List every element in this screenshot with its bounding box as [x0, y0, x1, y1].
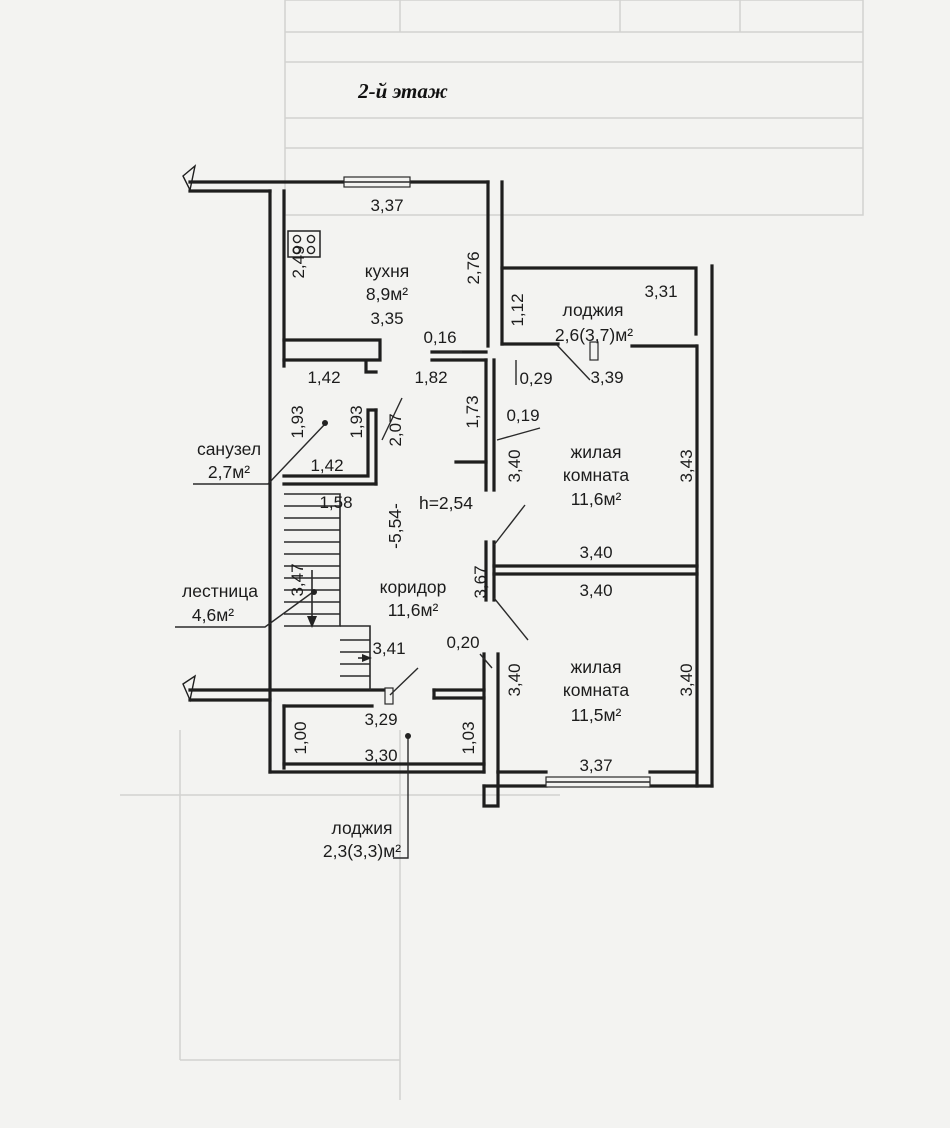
- dim-3-67: 3,67: [471, 565, 490, 598]
- room1-area: 11,6м²: [571, 489, 622, 509]
- dim-loggia-bottom-left: 1,00: [291, 721, 310, 754]
- dim-0-19: 0,19: [506, 406, 539, 425]
- dim-loggia-top-width: 3,31: [644, 282, 677, 301]
- stairs-area: 4,6м²: [192, 605, 234, 625]
- dim-stairs-len: 3,47: [288, 563, 307, 596]
- loggia-bottom-area: 2,3(3,3)м²: [323, 841, 401, 861]
- bathroom-area: 2,7м²: [208, 462, 250, 482]
- dim-room1-right: 3,43: [677, 449, 696, 482]
- loggia-top-name: лоджия: [563, 300, 624, 320]
- kitchen-area: 8,9м²: [366, 284, 408, 304]
- dim-loggia-bottom-width: 3,30: [364, 746, 397, 765]
- loggia-bottom-name: лоджия: [332, 818, 393, 838]
- dim-kitchen-right: 2,76: [464, 251, 483, 284]
- dim-bath-door: 2,07: [386, 413, 405, 446]
- loggia-top-area: 2,6(3,7)м²: [555, 325, 633, 345]
- windows: [343, 176, 651, 788]
- walls: [182, 164, 714, 808]
- dim-loggia-top-bottom: 3,39: [590, 368, 623, 387]
- dim-kitchen-left: 2,49: [289, 245, 308, 278]
- dim-room2-bottom: 3,37: [579, 756, 612, 775]
- dim-0-20: 0,20: [446, 633, 479, 652]
- staircase: [284, 493, 372, 690]
- dim-bath-bottom: 1,42: [310, 456, 343, 475]
- dimension-labels: 3,37 2,49 2,76 3,35 0,16 1,12 3,31 3,39 …: [288, 196, 696, 775]
- ceiling-height: h=2,54: [419, 493, 473, 513]
- dim-room-divider-bottom: 3,40: [579, 581, 612, 600]
- stove-icon: [287, 230, 321, 258]
- dim-room-divider-top: 3,40: [579, 543, 612, 562]
- room2-area: 11,5м²: [571, 705, 622, 725]
- dim-kitchen-bottom: 3,35: [370, 309, 403, 328]
- bathroom-name: санузел: [197, 439, 261, 459]
- dim-corridor-bottom: 3,29: [364, 710, 397, 729]
- corridor-area: 11,6м²: [388, 600, 439, 620]
- room2-name-line1: жилая: [571, 657, 622, 677]
- floor-title: 2-й этаж: [357, 79, 448, 103]
- leader-lines: [175, 351, 541, 859]
- dim-bath-top: 1,42: [307, 368, 340, 387]
- dim-3-41: 3,41: [372, 639, 405, 658]
- dim-kitchen-top: 3,37: [370, 196, 403, 215]
- dim-0-29: 0,29: [519, 369, 552, 388]
- bleed-through-table: [120, 0, 864, 1100]
- dim-bath-right: 1,93: [347, 405, 366, 438]
- dim-stairs-top: 1,58: [319, 493, 352, 512]
- corridor-name: коридор: [380, 577, 447, 597]
- dim-room2-right: 3,40: [677, 663, 696, 696]
- dim-kitchen-wall: 0,16: [423, 328, 456, 347]
- room1-name-line1: жилая: [571, 442, 622, 462]
- dim-1-73: 1,73: [463, 395, 482, 428]
- dim-corridor-top: 1,82: [414, 368, 447, 387]
- dim-loggia-bottom-right: 1,03: [459, 721, 478, 754]
- kitchen-name: кухня: [365, 261, 410, 281]
- dim-room1-left: 3,40: [505, 449, 524, 482]
- room2-name-line2: комната: [563, 680, 629, 700]
- dim-bath-left: 1,93: [288, 405, 307, 438]
- room1-name-line2: комната: [563, 465, 629, 485]
- dim-loggia-top-left: 1,12: [508, 293, 527, 326]
- stairs-name: лестница: [182, 581, 258, 601]
- room-labels: кухня 8,9м² санузел 2,7м² лестница 4,6м²…: [182, 261, 633, 861]
- door-swings: [381, 344, 591, 696]
- level-mark: -5,54-: [385, 503, 405, 549]
- dim-room2-left: 3,40: [505, 663, 524, 696]
